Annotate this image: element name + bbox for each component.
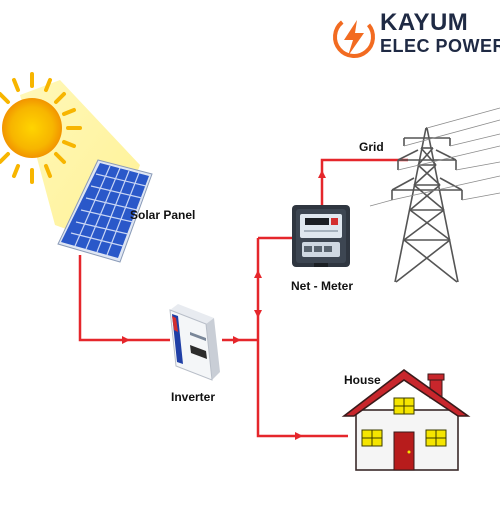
wiring xyxy=(78,158,408,438)
net-meter-label: Net - Meter xyxy=(291,279,354,293)
bolt-logo-icon xyxy=(333,16,375,58)
brand-name-line1: KAYUM xyxy=(380,9,469,36)
house-icon xyxy=(341,369,471,471)
grid-label: Grid xyxy=(359,140,384,154)
transmission-tower-icon xyxy=(391,127,463,283)
sun-icon xyxy=(0,72,82,184)
meter-icon xyxy=(292,205,350,267)
solar-panel-icon xyxy=(57,159,153,263)
inverter-icon xyxy=(169,304,220,381)
brand-name-line2: ELEC POWER xyxy=(380,36,500,56)
power-lines xyxy=(369,107,500,207)
house-label: House xyxy=(344,373,381,387)
solar-panel-label: Solar Panel xyxy=(130,208,196,222)
inverter-label: Inverter xyxy=(171,390,216,404)
wire-arrows xyxy=(122,170,326,440)
